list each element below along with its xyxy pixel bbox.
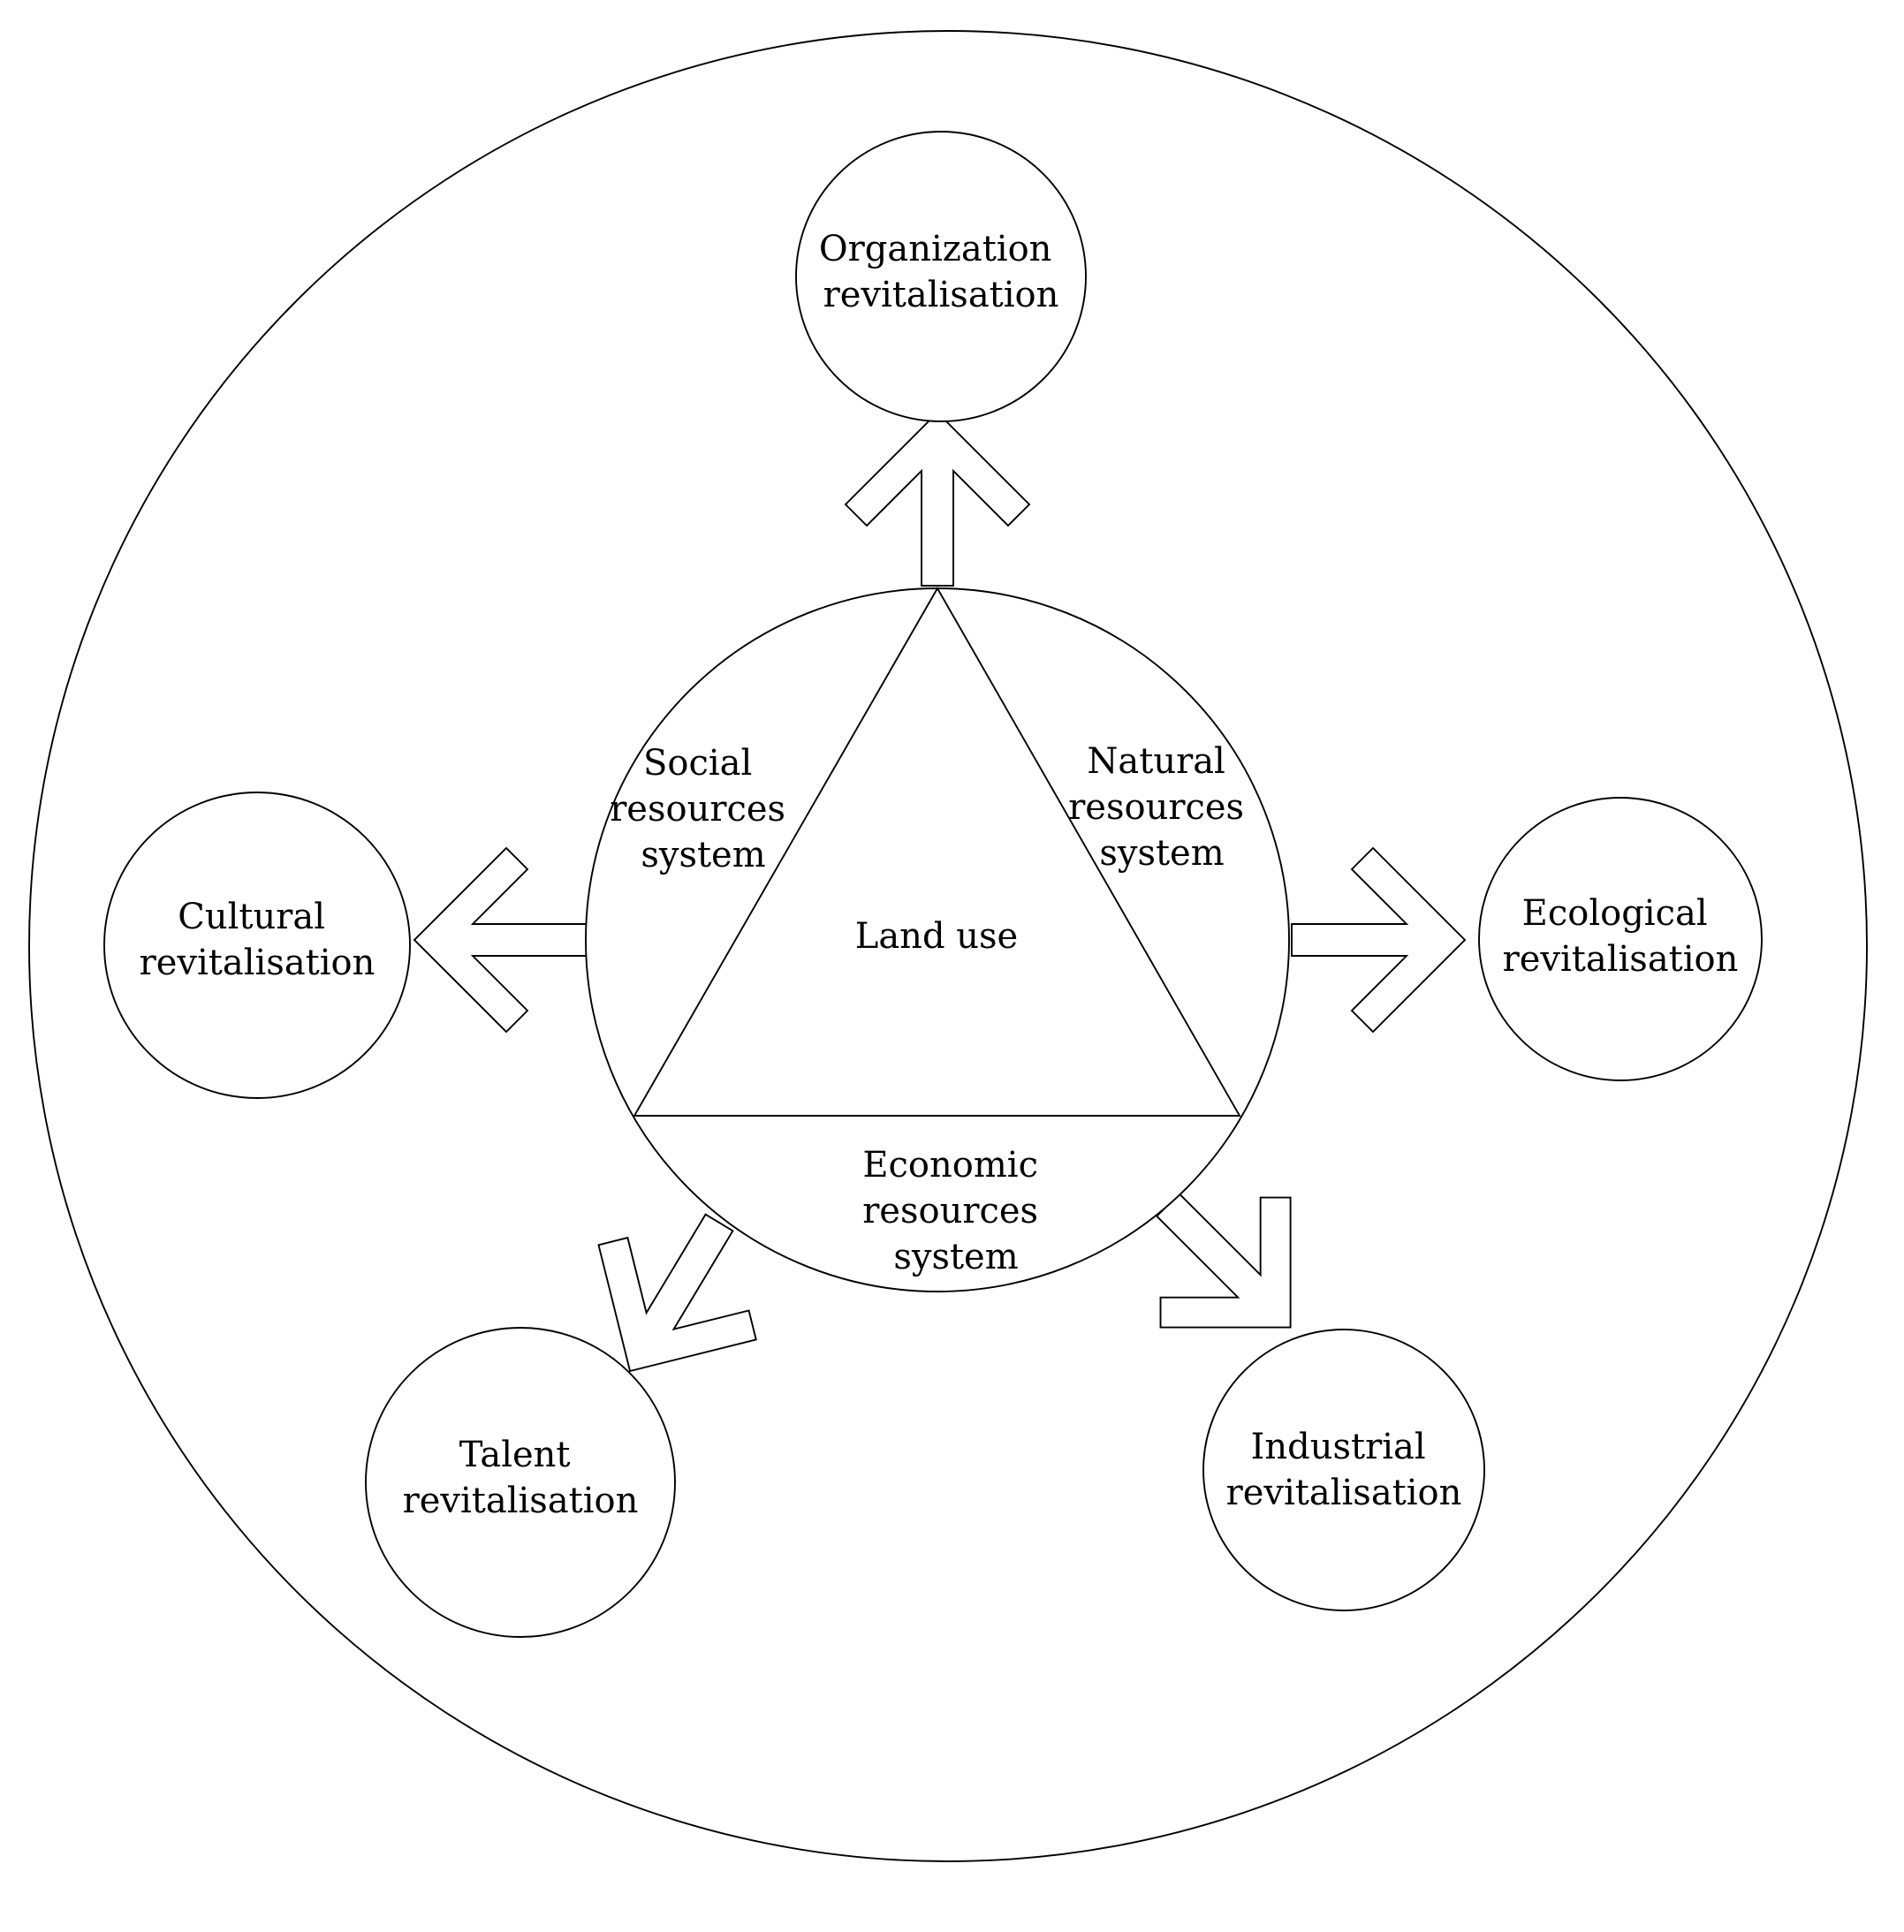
talent-label: Talent revitalisation — [403, 1435, 639, 1521]
ecological-label: Ecological revitalisation — [1503, 893, 1739, 980]
arrow-to-industrial — [1155, 1192, 1292, 1329]
natural-system-label: Natural resources system — [1068, 741, 1255, 874]
arrow-to-talent — [597, 1213, 757, 1373]
talent-circle — [365, 1327, 676, 1638]
land-use-label: Land use — [855, 916, 1018, 957]
cultural-label: Cultural revitalisation — [140, 897, 375, 983]
arrow-to-ecological — [1291, 846, 1467, 1034]
ecological-circle — [1478, 797, 1763, 1081]
land-use-triangle — [633, 587, 1241, 1117]
organization-circle — [795, 131, 1087, 422]
arrow-to-cultural — [413, 846, 588, 1034]
social-system-label: Social resources system — [610, 743, 797, 875]
economic-system-label: Economic resources system — [862, 1145, 1050, 1277]
cultural-circle — [103, 792, 411, 1099]
arrow-to-organization — [844, 411, 1031, 587]
organization-label: Organization revitalisation — [819, 229, 1063, 315]
industrial-circle — [1202, 1329, 1485, 1611]
industrial-label: Industrial revitalisation — [1226, 1427, 1462, 1513]
